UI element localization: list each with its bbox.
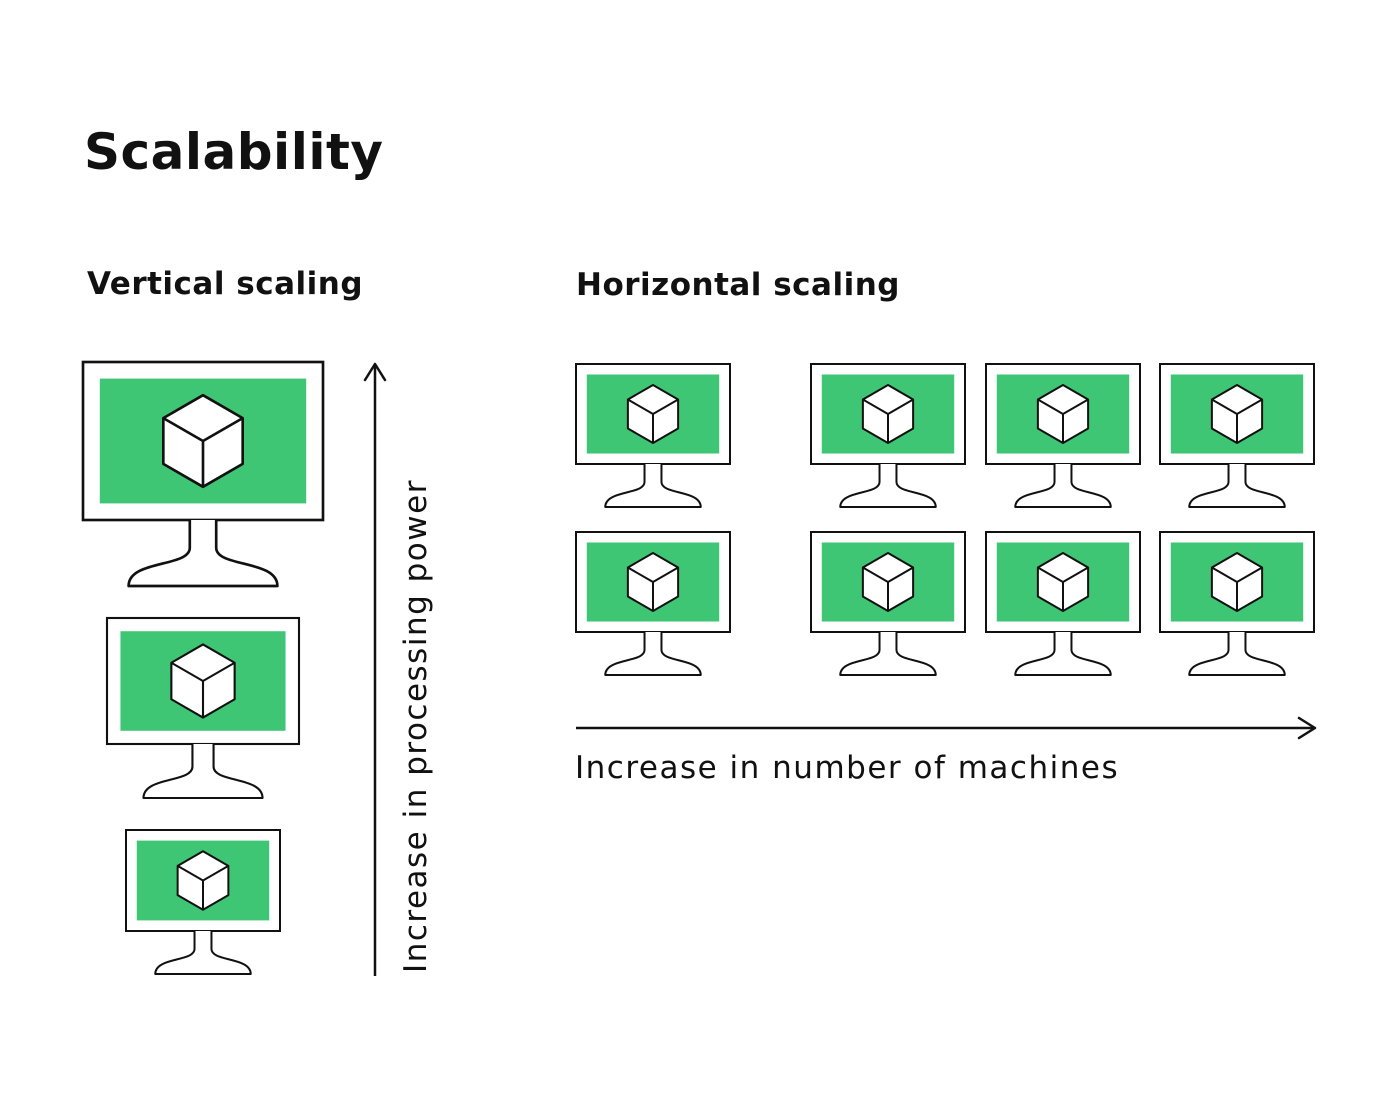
cube-icon (1210, 384, 1264, 444)
horizontal-machine (1159, 531, 1315, 676)
monitor-stand (127, 520, 279, 588)
horizontal-axis-arrow-icon (576, 716, 1317, 740)
cube-icon (1210, 552, 1264, 612)
cube-icon (1036, 552, 1090, 612)
vertical-machines (81, 360, 325, 975)
monitor-stand (1014, 464, 1112, 508)
cube-icon (861, 384, 915, 444)
horizontal-machine (575, 363, 731, 508)
horizontal-machines (575, 363, 1315, 676)
monitor-stand (142, 744, 264, 800)
monitor-stand (1188, 632, 1286, 676)
monitor-stand (154, 931, 252, 975)
cube-icon (1036, 384, 1090, 444)
horizontal-machine (985, 363, 1141, 508)
vertical-machine-small (125, 829, 281, 975)
vertical-axis-arrow-icon (363, 362, 387, 976)
cube-icon (161, 393, 245, 489)
horizontal-machine (985, 531, 1141, 676)
horizontal-axis-label: Increase in number of machines (575, 750, 1120, 786)
cube-icon (626, 384, 680, 444)
monitor-stand (1014, 632, 1112, 676)
vertical-machine-large (81, 360, 325, 588)
cube-icon (170, 643, 236, 719)
horizontal-machine (1159, 363, 1315, 508)
diagram-title: Scalability (84, 123, 384, 181)
cube-icon (626, 552, 680, 612)
horizontal-machine (810, 363, 966, 508)
monitor-stand (839, 464, 937, 508)
vertical-axis-label: Increase in processing power (398, 479, 434, 973)
monitor-stand (1188, 464, 1286, 508)
monitor-stand (604, 464, 702, 508)
vertical-machine-medium (105, 616, 301, 800)
cube-icon (176, 850, 230, 911)
horizontal-scaling-heading: Horizontal scaling (576, 267, 900, 303)
cube-icon (861, 552, 915, 612)
vertical-scaling-heading: Vertical scaling (87, 266, 364, 302)
horizontal-machine (810, 531, 966, 676)
horizontal-machine (575, 531, 731, 676)
monitor-stand (604, 632, 702, 676)
monitor-stand (839, 632, 937, 676)
